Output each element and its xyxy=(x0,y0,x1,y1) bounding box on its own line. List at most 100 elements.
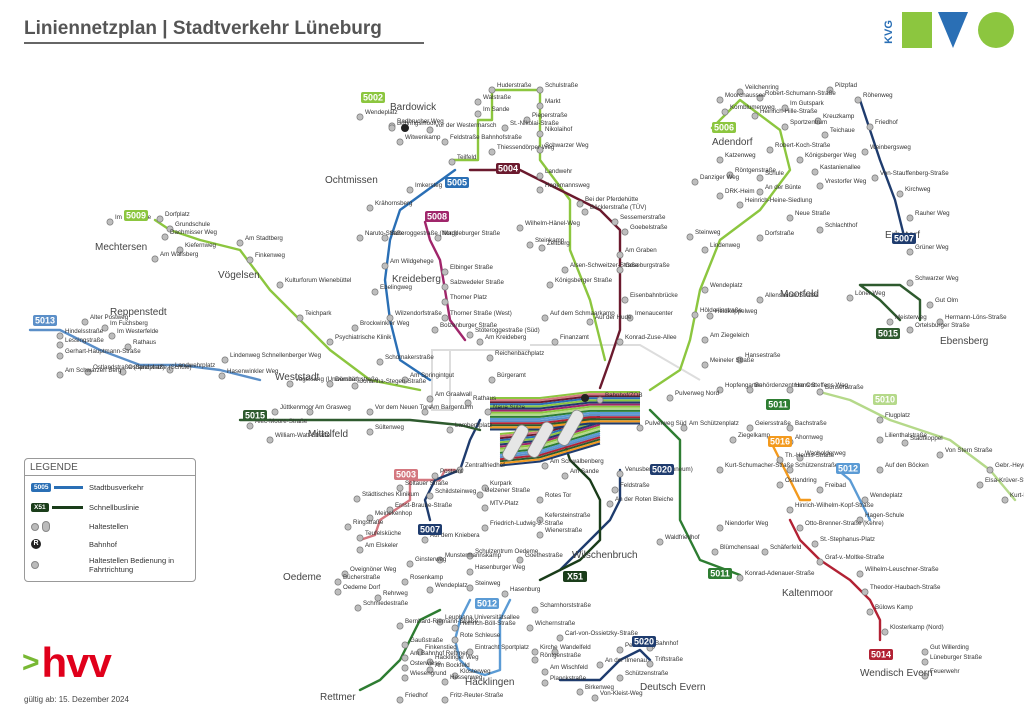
stop-marker[interactable] xyxy=(456,466,464,474)
stop-marker[interactable] xyxy=(401,664,409,672)
stop-marker[interactable] xyxy=(236,239,244,247)
stop-marker[interactable] xyxy=(516,556,524,564)
stop-marker[interactable] xyxy=(536,102,544,110)
stop-marker[interactable] xyxy=(386,506,394,514)
line-badge-5015[interactable]: 5015 xyxy=(243,410,267,421)
stop-marker[interactable] xyxy=(816,388,824,396)
stop-marker[interactable] xyxy=(426,395,434,403)
stop-marker[interactable] xyxy=(729,436,737,444)
stop-marker[interactable] xyxy=(396,484,404,492)
stop-marker[interactable] xyxy=(936,451,944,459)
stop-marker[interactable] xyxy=(686,233,694,241)
stop-marker[interactable] xyxy=(396,138,404,146)
stop-marker[interactable] xyxy=(796,524,804,532)
stop-marker[interactable] xyxy=(716,524,724,532)
stop-marker[interactable] xyxy=(636,424,644,432)
stop-marker[interactable] xyxy=(541,314,549,322)
stop-marker[interactable] xyxy=(586,318,594,326)
stop-marker[interactable] xyxy=(176,246,184,254)
stop-marker[interactable] xyxy=(356,113,364,121)
stop-marker[interactable] xyxy=(356,546,364,554)
stop-marker[interactable] xyxy=(441,314,449,322)
stop-marker[interactable] xyxy=(484,408,492,416)
stop-marker[interactable] xyxy=(431,326,439,334)
stop-marker[interactable] xyxy=(776,456,784,464)
stop-marker[interactable] xyxy=(481,484,489,492)
stop-marker[interactable] xyxy=(846,294,854,302)
stop-marker[interactable] xyxy=(388,124,396,132)
stop-marker[interactable] xyxy=(246,422,254,430)
line-badge-5020[interactable]: 5020 xyxy=(632,636,656,647)
stop-marker[interactable] xyxy=(561,266,569,274)
stop-marker[interactable] xyxy=(488,148,496,156)
stop-marker[interactable] xyxy=(881,628,889,636)
stop-marker[interactable] xyxy=(536,172,544,180)
line-badge-X51[interactable]: X51 xyxy=(563,571,587,582)
stop-marker[interactable] xyxy=(811,540,819,548)
stop-marker[interactable] xyxy=(716,96,724,104)
stop-marker[interactable] xyxy=(434,234,442,242)
stop-marker[interactable] xyxy=(401,641,409,649)
stop-marker[interactable] xyxy=(796,156,804,164)
stop-marker[interactable] xyxy=(576,688,584,696)
stop-marker[interactable] xyxy=(366,514,374,522)
line-badge-5012[interactable]: 5012 xyxy=(836,463,860,474)
stop-marker[interactable] xyxy=(156,215,164,223)
line-badge-5006[interactable]: 5006 xyxy=(712,122,736,133)
stop-marker[interactable] xyxy=(441,268,449,276)
stop-marker[interactable] xyxy=(516,224,524,232)
stop-marker[interactable] xyxy=(356,234,364,242)
stop-marker[interactable] xyxy=(736,574,744,582)
line-badge-5014[interactable]: 5014 xyxy=(869,649,893,660)
stop-marker[interactable] xyxy=(1001,496,1009,504)
stop-marker[interactable] xyxy=(374,594,382,602)
stop-marker[interactable] xyxy=(866,123,874,131)
stop-marker[interactable] xyxy=(814,117,822,125)
stop-marker[interactable] xyxy=(761,548,769,556)
stop-marker[interactable] xyxy=(596,396,604,404)
stop-marker[interactable] xyxy=(246,256,254,264)
stop-marker[interactable] xyxy=(436,618,444,626)
stop-marker[interactable] xyxy=(896,190,904,198)
stop-marker[interactable] xyxy=(466,331,474,339)
stop-marker[interactable] xyxy=(776,481,784,489)
stop-marker[interactable] xyxy=(161,233,169,241)
stop-marker[interactable] xyxy=(466,552,474,560)
stop-marker[interactable] xyxy=(626,314,634,322)
line-badge-5012[interactable]: 5012 xyxy=(475,598,499,609)
stop-marker[interactable] xyxy=(871,174,879,182)
stop-marker[interactable] xyxy=(426,658,434,666)
stop-marker[interactable] xyxy=(474,110,482,118)
stop-marker[interactable] xyxy=(218,372,226,380)
stop-marker[interactable] xyxy=(616,251,624,259)
stop-marker[interactable] xyxy=(426,126,434,134)
stop-marker[interactable] xyxy=(476,338,484,346)
stop-marker[interactable] xyxy=(701,246,709,254)
stop-marker[interactable] xyxy=(108,332,116,340)
stop-marker[interactable] xyxy=(426,492,434,500)
stop-marker[interactable] xyxy=(751,112,759,120)
stop-marker[interactable] xyxy=(326,338,334,346)
stop-marker[interactable] xyxy=(466,568,474,576)
stop-marker[interactable] xyxy=(326,380,334,388)
stop-marker[interactable] xyxy=(119,368,127,376)
stop-marker[interactable] xyxy=(921,672,929,680)
stop-marker[interactable] xyxy=(501,590,509,598)
stop-marker[interactable] xyxy=(541,668,549,676)
stop-marker[interactable] xyxy=(366,428,374,436)
stop-marker[interactable] xyxy=(786,466,794,474)
stop-marker[interactable] xyxy=(541,679,549,687)
stop-marker[interactable] xyxy=(448,158,456,166)
stop-marker[interactable] xyxy=(436,556,444,564)
stop-marker[interactable] xyxy=(101,324,109,332)
line-badge-5007[interactable]: 5007 xyxy=(892,233,916,244)
stop-marker[interactable] xyxy=(861,148,869,156)
stop-marker[interactable] xyxy=(561,472,569,480)
stop-marker[interactable] xyxy=(426,586,434,594)
stop-marker[interactable] xyxy=(606,500,614,508)
stop-marker[interactable] xyxy=(746,386,754,394)
stop-marker[interactable] xyxy=(936,318,944,326)
stop-marker[interactable] xyxy=(756,234,764,242)
stop-marker[interactable] xyxy=(296,314,304,322)
stop-marker[interactable] xyxy=(401,674,409,682)
